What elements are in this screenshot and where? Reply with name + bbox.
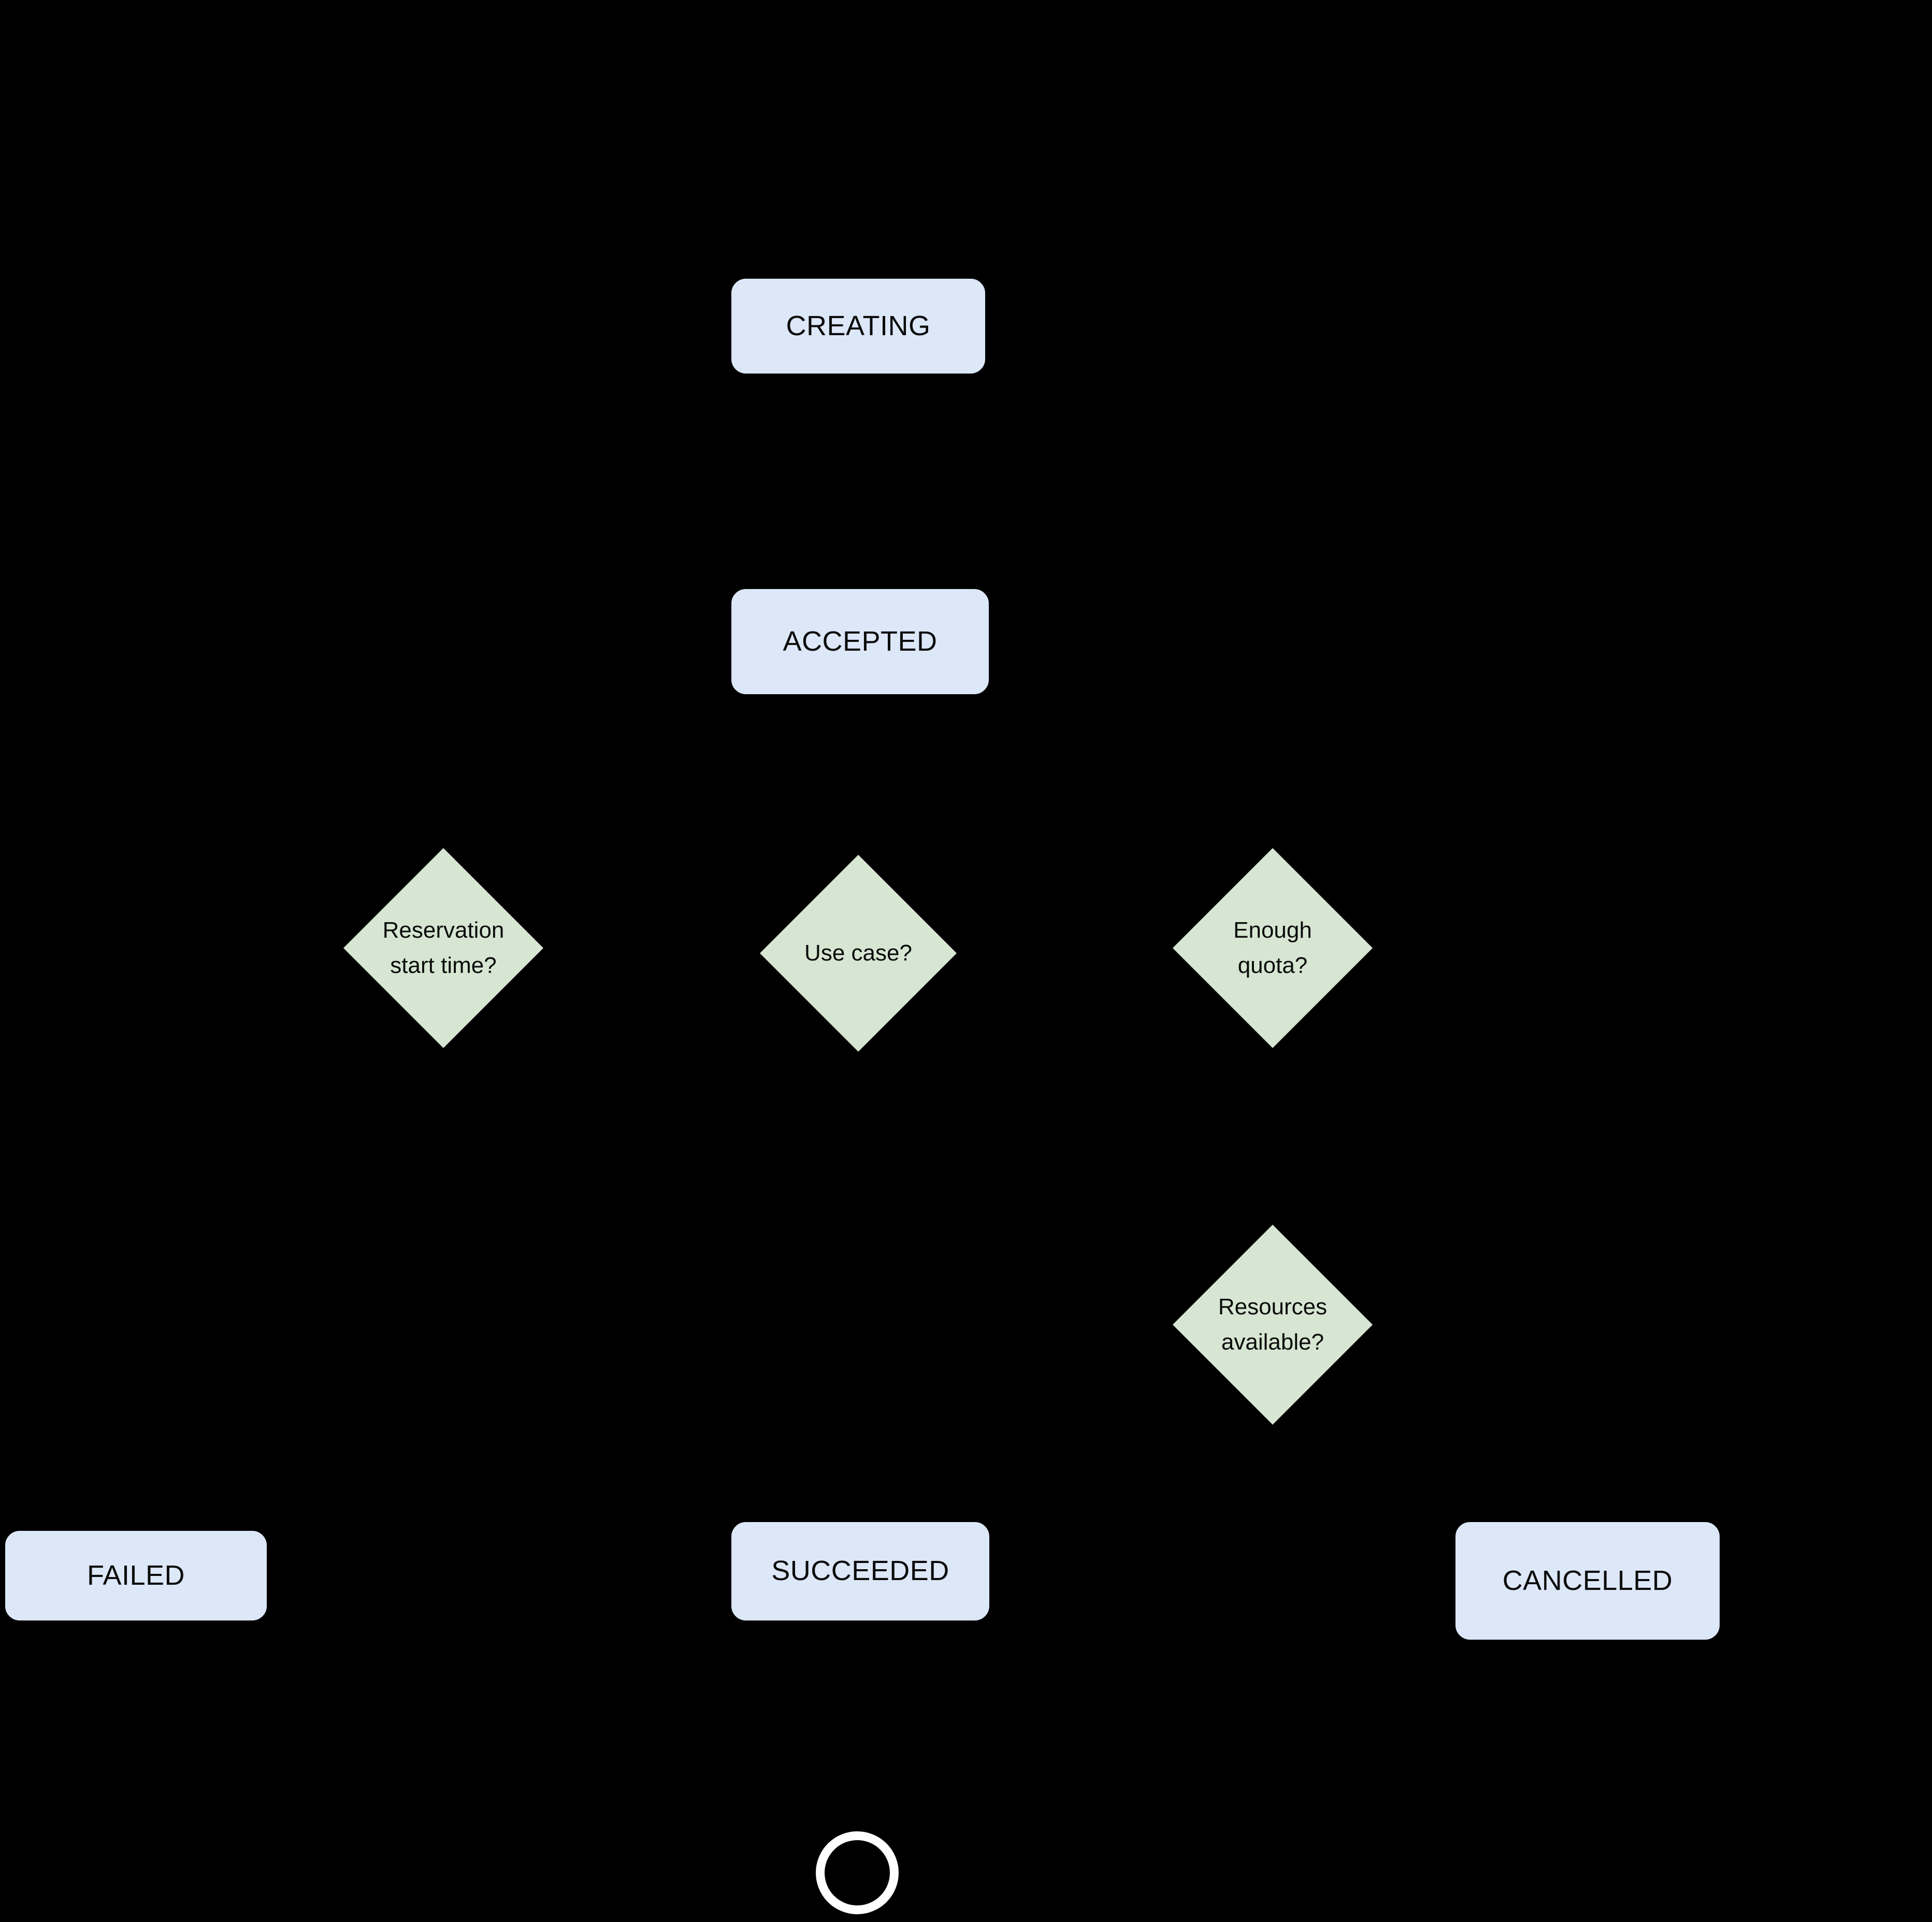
edge-resources-to-cancelled [1271,1425,1608,1522]
edge-accepted-to-enough-quota [989,651,1293,849]
state-label: SUCCEEDED [771,1555,949,1587]
decision-node-reservation-start-time[interactable]: Reservation start time? [343,848,543,1048]
decision-label: Enough quota? [1233,917,1312,978]
state-node-succeeded[interactable]: SUCCEEDED [731,1522,989,1620]
state-node-failed[interactable]: FAILED [5,1531,267,1620]
decision-label: Reservation start time? [382,917,504,978]
edge-accepted-to-reservation-start [423,651,731,849]
state-label: ACCEPTED [783,625,938,657]
decision-label: Resources available? [1218,1294,1328,1355]
state-node-creating[interactable]: CREATING [731,279,985,374]
decision-node-resources-available[interactable]: Resources available? [1173,1225,1373,1425]
terminal-end-circle-icon [816,1831,899,1914]
state-label: FAILED [86,1559,185,1591]
decision-node-use-case[interactable]: Use case? [760,855,957,1052]
decision-label: Use case? [804,940,912,966]
state-node-accepted[interactable]: ACCEPTED [731,589,989,694]
state-node-cancelled[interactable]: CANCELLED [1455,1522,1720,1640]
state-label: CANCELLED [1502,1565,1673,1596]
state-label: CREATING [786,310,931,341]
decision-node-enough-quota[interactable]: Enough quota? [1173,848,1373,1048]
edge-reservation-start-to-failed [115,1049,445,1531]
